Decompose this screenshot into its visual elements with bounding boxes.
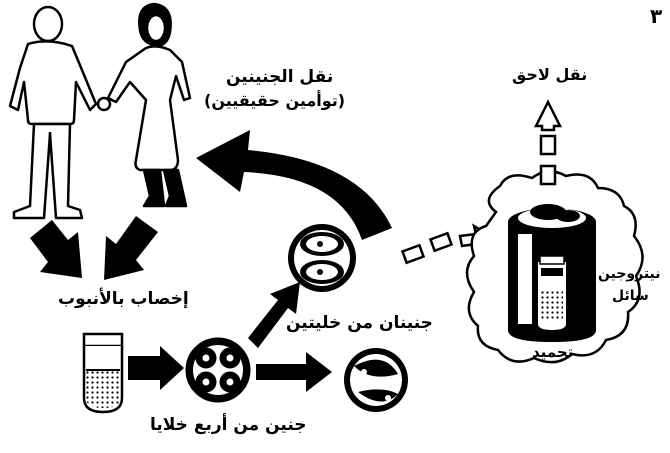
label-ivf: إخصاب بالأنبوب bbox=[58, 290, 189, 310]
label-freezing: تجميد bbox=[532, 344, 573, 361]
test-tube bbox=[84, 334, 122, 412]
woman-figure bbox=[108, 4, 190, 206]
label-transfer-line1: نقل الجنينين bbox=[226, 68, 333, 88]
label-transfer-line2: (توأمين حقيقيين) bbox=[204, 92, 345, 110]
arrow-woman-to-ivf bbox=[104, 216, 158, 280]
joined-hands bbox=[98, 98, 110, 110]
label-two-cell-embryos: جنينان من خليتين bbox=[286, 314, 433, 334]
man-figure bbox=[10, 7, 96, 218]
transfer-arrow bbox=[196, 130, 392, 240]
label-later-transfer: نقل لاحق bbox=[512, 66, 587, 84]
arrow-tube-to-4cell bbox=[128, 346, 184, 390]
four-cell-embryo bbox=[186, 338, 250, 402]
two-cell-embryo-upper bbox=[288, 224, 356, 292]
arrow-4cell-to-lower-2cell bbox=[256, 352, 332, 392]
arrow-man-to-ivf bbox=[30, 220, 82, 278]
couple-illustration bbox=[10, 4, 190, 218]
label-four-cell-embryo: جنين من أربع خلايا bbox=[150, 416, 307, 436]
two-cell-embryo-lower bbox=[344, 348, 408, 412]
page-number: ٣ bbox=[650, 4, 662, 28]
label-nitrogen-line2: سائل bbox=[612, 288, 649, 304]
label-nitrogen-line1: نيتروجين bbox=[598, 266, 661, 282]
